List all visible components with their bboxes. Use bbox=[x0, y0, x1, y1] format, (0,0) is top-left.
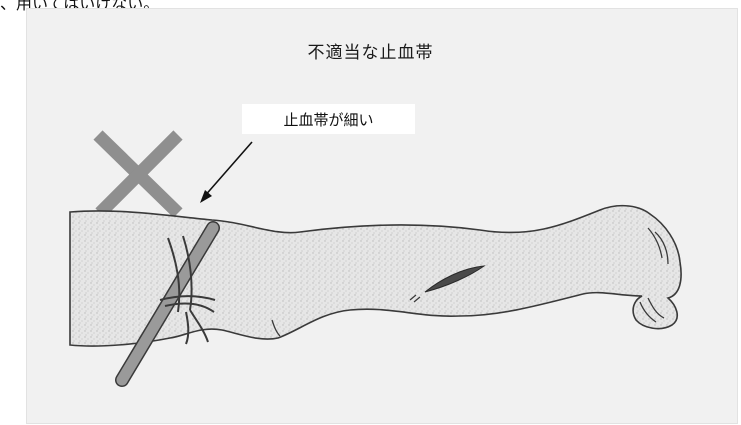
x-cross-mark-icon bbox=[98, 135, 178, 213]
callout-label: 止血帯が細い bbox=[242, 104, 415, 134]
callout-arrow bbox=[200, 142, 252, 203]
